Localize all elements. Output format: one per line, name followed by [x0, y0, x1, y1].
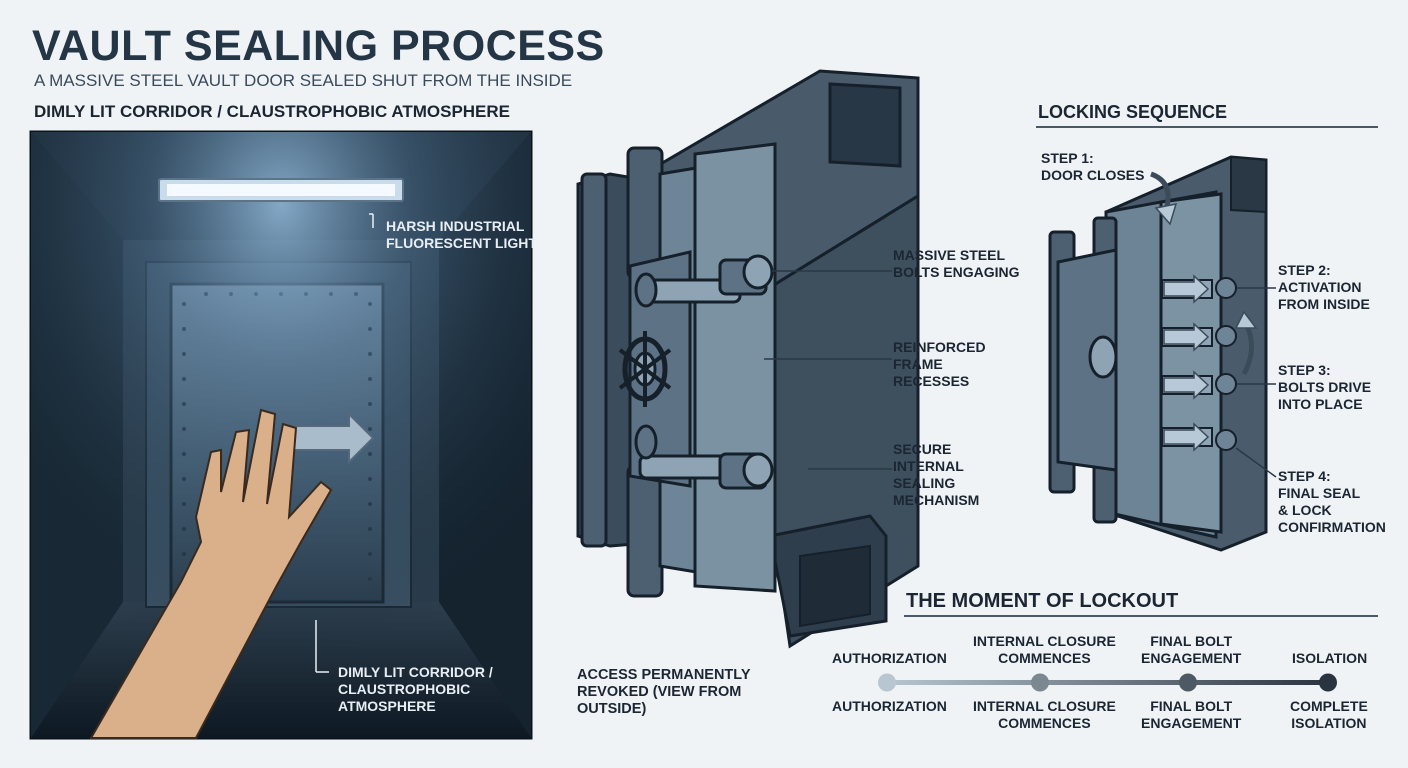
- callout-access: ACCESS PERMANENTLY REVOKED (VIEW FROM OU…: [577, 667, 751, 717]
- step-1-label: STEP 1: DOOR CLOSES: [1041, 150, 1145, 183]
- timeline-bottom-label-4: COMPLETE ISOLATION: [1290, 698, 1368, 731]
- timeline-top-label-4: ISOLATION: [1292, 650, 1368, 666]
- timeline-track: [878, 673, 1337, 692]
- timeline-node-4: [1319, 673, 1337, 692]
- locking-sequence-rule: [1036, 126, 1378, 128]
- step-2-label: STEP 2: ACTIVATION FROM INSIDE: [1278, 262, 1370, 312]
- timeline-node-1: [878, 673, 896, 692]
- locking-sequence-diagram: [1048, 155, 1277, 552]
- timeline-bottom-label-2: INTERNAL CLOSURE COMMENCES: [973, 698, 1116, 731]
- corridor-label: DIMLY LIT CORRIDOR / CLAUSTROPHOBIC ATMO…: [338, 664, 493, 714]
- timeline-heading: THE MOMENT OF LOCKOUT: [906, 590, 1179, 612]
- corridor-heading: DIMLY LIT CORRIDOR / CLAUSTROPHOBIC ATMO…: [34, 102, 511, 121]
- page-title: VAULT SEALING PROCESS: [32, 22, 605, 70]
- timeline-top-label-3: FINAL BOLT ENGAGEMENT: [1141, 633, 1242, 666]
- callout-bolts: MASSIVE STEEL BOLTS ENGAGING: [893, 247, 1020, 280]
- step-3-label: STEP 3: BOLTS DRIVE INTO PLACE: [1278, 362, 1372, 412]
- step-4-label: STEP 4: FINAL SEAL & LOCK CONFIRMATION: [1278, 468, 1386, 535]
- callout-frame: REINFORCED FRAME RECESSES: [893, 339, 986, 389]
- timeline-node-3: [1179, 673, 1197, 692]
- corridor-illustration: [29, 130, 533, 740]
- timeline-bottom-label-1: AUTHORIZATION: [832, 698, 947, 714]
- light-label: HARSH INDUSTRIAL FLUORESCENT LIGHT: [386, 218, 537, 251]
- page-subtitle: A MASSIVE STEEL VAULT DOOR SEALED SHUT F…: [34, 71, 573, 90]
- callout-mechanism: SECURE INTERNAL SEALING MECHANISM: [893, 441, 980, 508]
- vault-door-cutaway: [576, 69, 920, 649]
- timeline-rule: [904, 615, 1378, 617]
- timeline-top-label-2: INTERNAL CLOSURE COMMENCES: [973, 633, 1116, 666]
- locking-sequence-heading: LOCKING SEQUENCE: [1038, 102, 1228, 122]
- timeline-bottom-label-3: FINAL BOLT ENGAGEMENT: [1141, 698, 1242, 731]
- timeline-top-label-1: AUTHORIZATION: [832, 650, 947, 666]
- timeline-node-2: [1031, 673, 1049, 692]
- timeline-line: [887, 680, 1328, 685]
